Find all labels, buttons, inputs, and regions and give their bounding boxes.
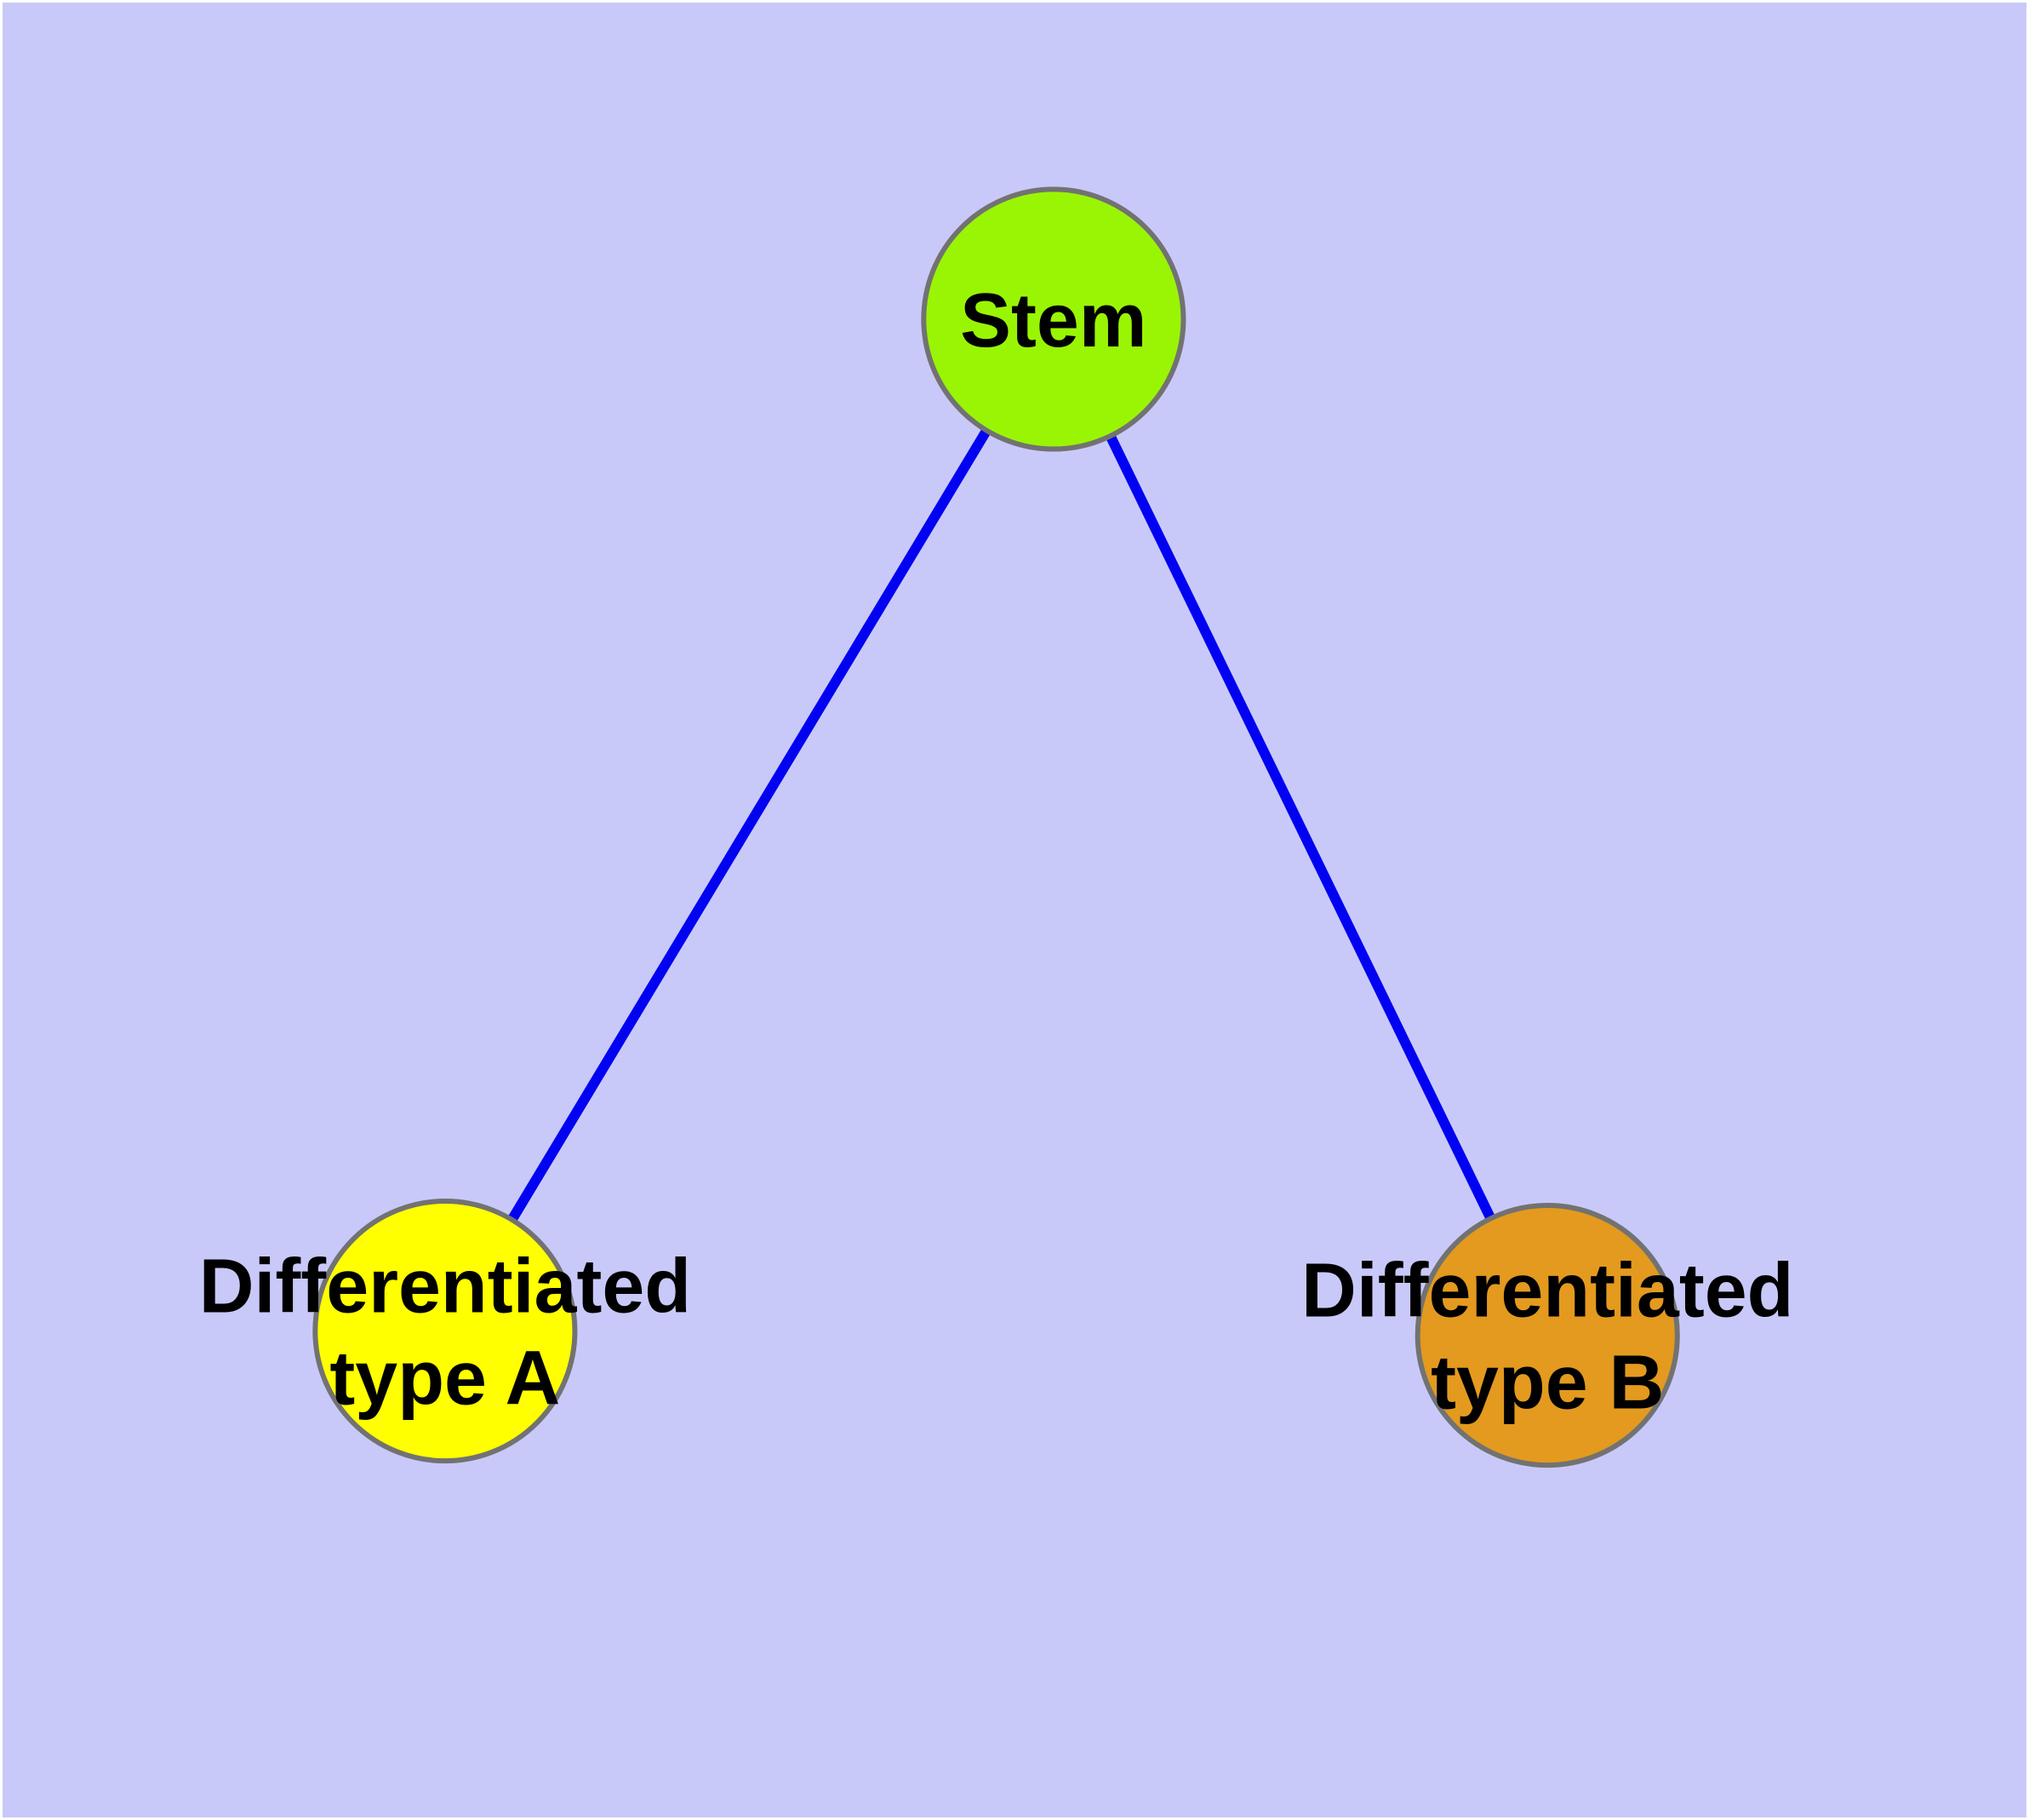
node-stem-circle [921, 186, 1186, 452]
edge-stem-differentiated-type-b [1049, 317, 1552, 1338]
node-differentiated-type-b-circle [1415, 1203, 1680, 1468]
node-differentiated-type-a-circle [312, 1199, 578, 1464]
edge-stem-differentiated-type-a [440, 316, 1058, 1334]
node-stem-label: Stem [960, 278, 1146, 363]
edges-layer [440, 316, 1552, 1338]
